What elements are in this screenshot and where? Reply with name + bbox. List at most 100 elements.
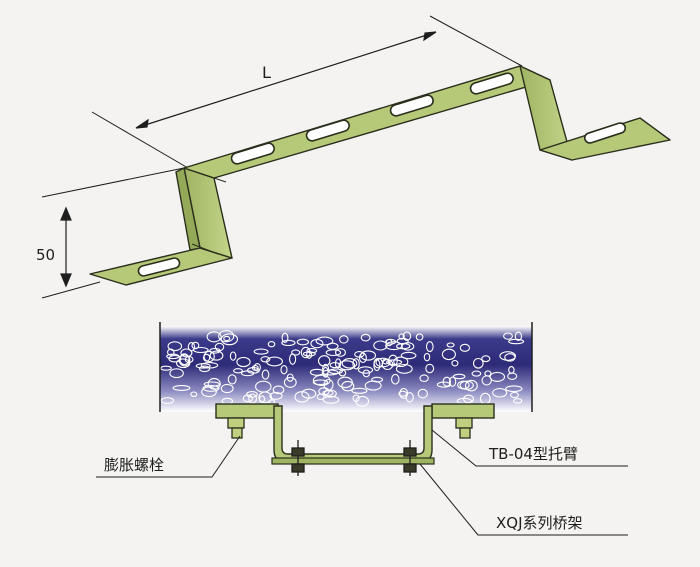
pebble <box>266 356 283 367</box>
cable-tray-base <box>271 457 435 465</box>
pebble <box>220 383 234 394</box>
pebble <box>251 364 259 371</box>
pebble <box>364 380 382 391</box>
pebble <box>236 356 251 368</box>
expansion-bolts <box>227 417 473 439</box>
installation-section: 膨胀螺栓 TB-04型托臂 XQJ系列桥架 <box>96 322 628 536</box>
pebble <box>214 342 225 352</box>
height-label: 50 <box>36 246 55 264</box>
pebble <box>405 392 414 403</box>
pebble <box>253 363 261 372</box>
slot-3 <box>389 94 434 117</box>
pebble <box>223 335 231 342</box>
tray-bolts <box>291 440 417 476</box>
pebble <box>395 363 413 374</box>
pebble <box>312 379 329 386</box>
pebble <box>300 346 311 359</box>
pebble <box>425 341 434 353</box>
pebble <box>203 350 215 363</box>
length-label: L <box>262 63 271 82</box>
leader-lines <box>96 429 628 536</box>
pebble <box>507 372 518 380</box>
pebble <box>464 379 478 392</box>
height-dimension <box>60 206 72 288</box>
pebble <box>436 381 452 388</box>
pebble <box>317 355 331 367</box>
pebble <box>322 390 334 396</box>
bolt-left-washer <box>231 427 243 439</box>
pebble <box>503 332 513 340</box>
slot-1 <box>230 142 275 165</box>
pebble <box>201 386 217 398</box>
pebble <box>419 374 429 383</box>
pebble <box>272 385 285 395</box>
leader-support-arm <box>431 429 628 467</box>
bracket-slots <box>137 72 627 277</box>
label-expansion-bolt: 膨胀螺栓 <box>104 456 164 474</box>
pebble <box>240 370 255 377</box>
bolt-right-washer <box>459 427 471 439</box>
pebble <box>471 370 482 377</box>
pebble <box>341 358 358 369</box>
pebble <box>296 338 310 346</box>
pebble <box>481 355 491 363</box>
pebble <box>172 385 191 391</box>
pebble <box>281 332 289 343</box>
pebble <box>341 380 355 392</box>
pebble <box>513 398 523 404</box>
pebble <box>357 366 374 374</box>
pebble <box>191 341 200 350</box>
pebble <box>400 351 417 360</box>
pebble <box>415 333 424 341</box>
extension-line-lower <box>41 281 101 299</box>
pebble <box>385 341 403 351</box>
pebble <box>338 360 356 371</box>
bracket-left-riser-edge <box>175 167 201 251</box>
pebble <box>351 387 368 394</box>
slot-left-foot <box>137 257 181 277</box>
pebble <box>373 359 381 372</box>
pebble <box>481 375 492 386</box>
pebble <box>258 391 273 404</box>
pebble <box>312 374 331 386</box>
pebble <box>280 365 288 375</box>
pebble <box>459 343 471 352</box>
pebble <box>316 393 325 401</box>
mount-plate-right <box>431 403 495 419</box>
pebble <box>169 368 184 379</box>
pebble <box>195 363 211 369</box>
mount-plate-left <box>215 403 279 419</box>
pebble <box>352 358 360 370</box>
pebble <box>398 390 408 397</box>
pebble <box>325 349 342 357</box>
pebble <box>291 349 301 356</box>
pebble <box>508 338 525 345</box>
pebble <box>463 394 474 404</box>
pebble <box>452 373 466 380</box>
pebble <box>283 376 297 388</box>
bracket-body <box>89 65 671 286</box>
pebble <box>261 369 270 380</box>
pebble <box>203 381 220 387</box>
pebble <box>398 333 405 340</box>
pebble <box>391 373 400 385</box>
pebble <box>306 350 313 359</box>
pebble <box>360 350 377 361</box>
extension-line-right-top <box>429 15 523 67</box>
label-tray-series: XQJ系列桥架 <box>496 514 583 532</box>
pebble <box>448 376 457 387</box>
concrete-slab <box>160 326 532 412</box>
pebble <box>190 391 198 397</box>
pebble <box>310 338 324 349</box>
pebble <box>207 377 221 390</box>
pebble <box>334 358 342 369</box>
pebble <box>451 359 459 367</box>
pebble <box>402 331 412 341</box>
pebble <box>322 366 329 378</box>
bracket-perspective: L 50 <box>36 15 671 299</box>
pebble <box>510 391 519 399</box>
pebble <box>396 343 411 350</box>
pebble <box>180 348 193 358</box>
pebble <box>393 356 409 368</box>
fold-line-left <box>195 171 227 183</box>
